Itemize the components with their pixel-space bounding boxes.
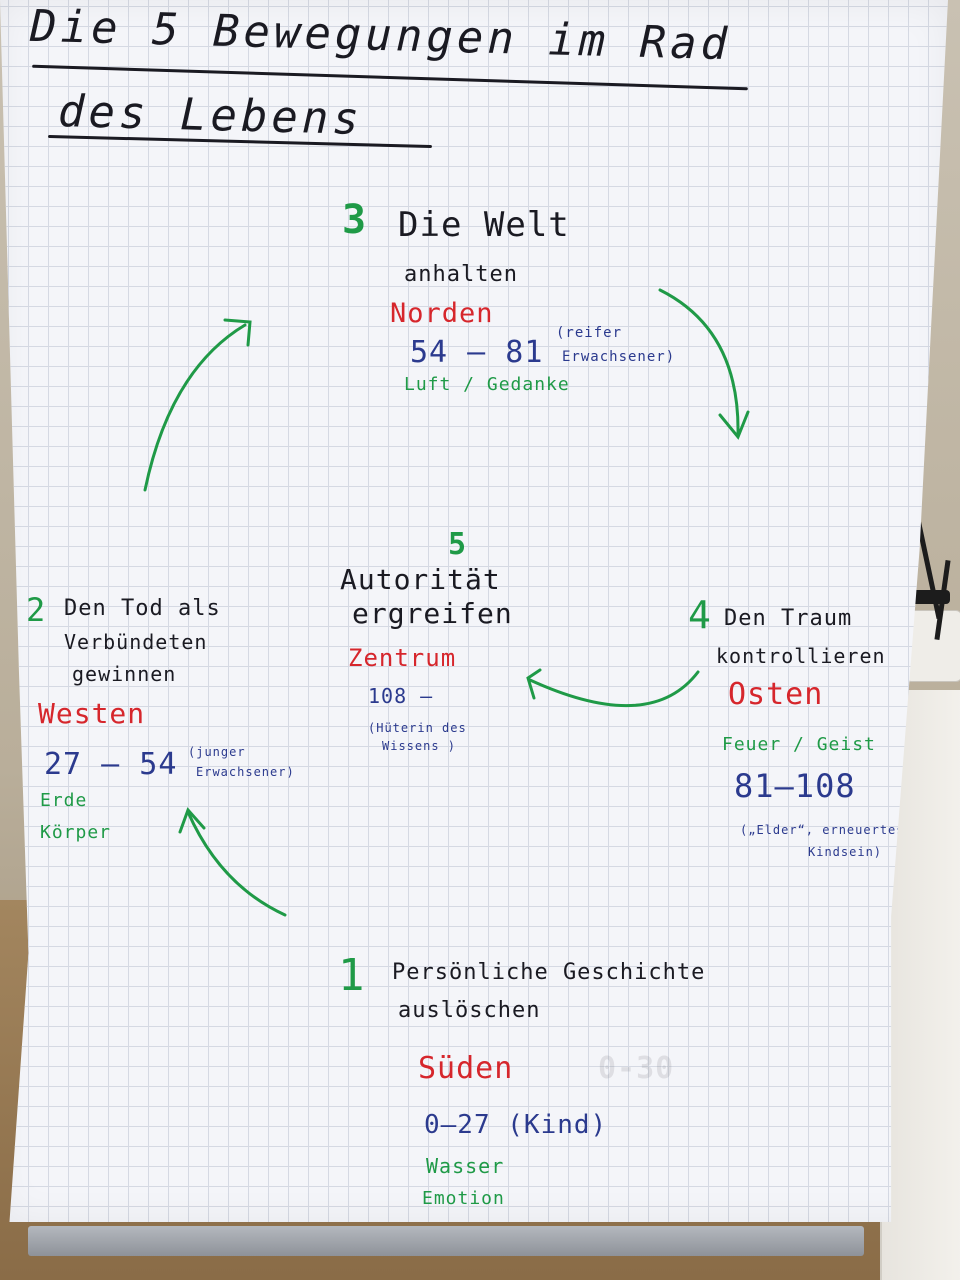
west-note-line2: Erwachsener) <box>196 765 295 779</box>
chart-title-line2: des Lebens <box>57 86 364 145</box>
south-direction: Süden <box>418 1051 514 1086</box>
flipchart-stand-tray <box>28 1226 864 1256</box>
west-element-line2: Körper <box>40 822 112 843</box>
chart-title-line1: Die 5 Bewegungen im Rad <box>29 0 732 71</box>
center-age: 108 – <box>368 684 434 708</box>
title-underline <box>32 64 748 91</box>
center-number: 5 <box>448 527 468 562</box>
east-number: 4 <box>688 593 712 637</box>
north-element: Luft / Gedanke <box>404 374 570 395</box>
west-title-line3: gewinnen <box>72 662 177 686</box>
south-erased-age: 0-30 <box>598 1051 675 1086</box>
north-note-line1: (reifer <box>556 325 623 341</box>
east-title-line2: kontrollieren <box>716 644 886 668</box>
east-element: Feuer / Geist <box>722 734 876 755</box>
cable <box>910 590 950 604</box>
north-number: 3 <box>342 197 368 243</box>
west-title-line2: Verbündeten <box>64 630 208 654</box>
north-age: 54 – 81 <box>410 335 544 370</box>
south-age: 0–27 (Kind) <box>424 1110 608 1140</box>
east-direction: Osten <box>728 677 824 712</box>
flipchart-paper: Die 5 Bewegungen im Rad des Lebens 3 Die… <box>0 0 948 1222</box>
center-title-line1: Autorität <box>340 563 501 596</box>
east-note-line1: („Elder“, erneuertes <box>740 823 905 837</box>
south-element-line2: Emotion <box>422 1188 505 1209</box>
west-element-line1: Erde <box>40 790 88 811</box>
east-note-line2: Kindsein) <box>808 845 883 859</box>
south-number: 1 <box>338 950 366 1001</box>
west-title-line1: Den Tod als <box>64 596 221 621</box>
center-title-line2: ergreifen <box>352 597 513 630</box>
north-direction: Norden <box>390 298 494 329</box>
west-age: 27 – 54 <box>44 747 178 782</box>
north-title-line1: Die Welt <box>398 205 570 245</box>
north-title-line2: anhalten <box>404 262 518 287</box>
west-number: 2 <box>26 591 47 629</box>
south-title-line2: auslöschen <box>398 998 541 1023</box>
west-direction: Westen <box>38 697 146 730</box>
east-title-line1: Den Traum <box>724 606 853 631</box>
south-title-line1: Persönliche Geschichte <box>392 960 706 985</box>
power-strip <box>905 610 960 682</box>
east-age: 81–108 <box>734 767 856 805</box>
north-note-line2: Erwachsener) <box>562 349 676 365</box>
center-note-line1: (Hüterin des <box>368 721 467 735</box>
south-element-line1: Wasser <box>426 1154 505 1178</box>
west-note-line1: (junger <box>188 745 246 759</box>
center-note-line2: Wissens ) <box>382 739 457 753</box>
center-direction: Zentrum <box>348 644 457 672</box>
